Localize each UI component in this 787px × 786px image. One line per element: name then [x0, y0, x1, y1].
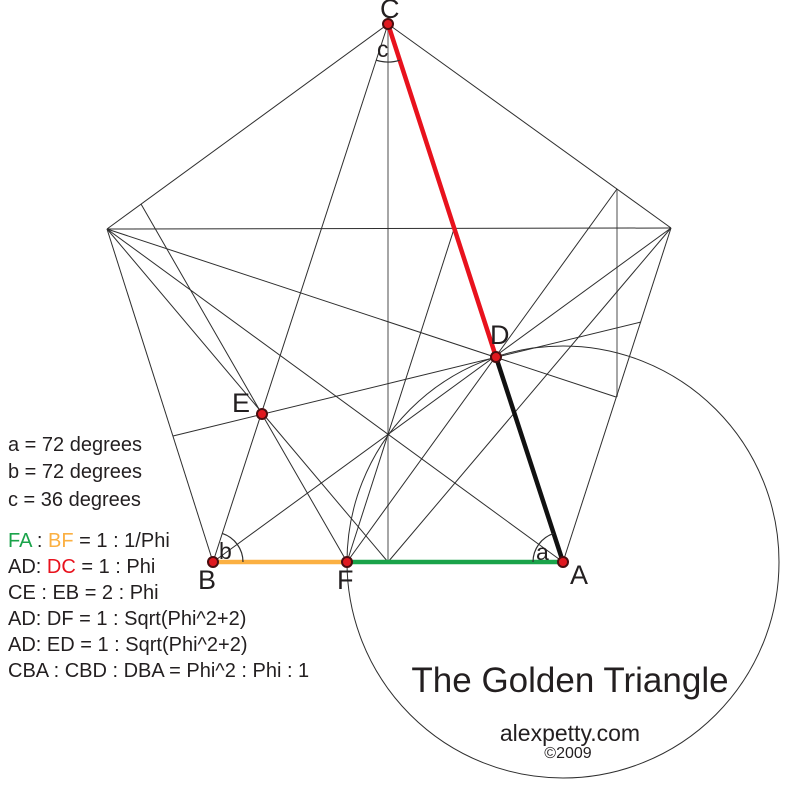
vertex-labels: C D E B F A [198, 0, 588, 595]
angle-labels: c b a [219, 36, 549, 565]
angle-label-b: b [219, 538, 232, 564]
vertex-label-c: C [380, 0, 400, 24]
point-dot-b [207, 556, 219, 568]
edge-c-left [106, 23, 389, 230]
segment-dc-red [385, 23, 499, 358]
gray-guides [387, 24, 618, 562]
edge-right-a [562, 227, 672, 563]
segment-ad-black [493, 356, 566, 563]
angle-label-c: c [377, 36, 389, 62]
edge-left-b [106, 228, 214, 563]
ratio-note-ad-ed: AD: ED = 1 : Sqrt(Phi^2+2) [8, 634, 247, 656]
vertex-label-f: F [337, 565, 354, 595]
angle-arc-b [222, 532, 244, 563]
golden-segments [213, 23, 566, 565]
line-left-through-d [106, 228, 617, 398]
vertex-label-a: A [570, 560, 588, 590]
diagonal-left-right [106, 227, 672, 230]
angle-note-a: a = 72 degrees [8, 434, 142, 456]
ratio-note-ce-eb: CE : EB = 2 : Phi [8, 582, 159, 604]
diagonal-b-right [212, 227, 672, 563]
line-midpoint-left [106, 228, 389, 563]
line-e-through-d [172, 321, 642, 437]
angle-label-a: a [536, 539, 549, 565]
line-f-through-e [140, 203, 348, 563]
construction-lines [106, 23, 672, 563]
point-dot-f [341, 556, 353, 568]
vertex-label-e: E [232, 388, 250, 418]
credit-year: ©2009 [544, 745, 591, 762]
ratio-notes: FA : BF = 1 : 1/Phi AD: DC = 1 : Phi CE … [8, 530, 309, 682]
point-dot-d [490, 351, 502, 363]
line-midpoint-right [387, 227, 672, 563]
edge-c-right [387, 23, 672, 229]
ratio-note-fa-bf: FA : BF = 1 : 1/Phi [8, 530, 170, 552]
angle-notes: a = 72 degrees b = 72 degrees c = 36 deg… [8, 434, 142, 511]
ratio-note-ad-dc: AD: DC = 1 : Phi [8, 556, 155, 578]
point-dot-a [557, 556, 569, 568]
ratio-note-ad-df: AD: DF = 1 : Sqrt(Phi^2+2) [8, 608, 246, 630]
angle-arcs [222, 59, 554, 563]
line-f-through-d [346, 188, 618, 563]
angle-note-c: c = 36 degrees [8, 489, 141, 511]
diagram-title: The Golden Triangle [411, 661, 728, 700]
vertex-label-d: D [490, 320, 510, 350]
diagonal-left-a [106, 228, 564, 563]
angle-arc-c [376, 59, 400, 63]
point-dots [207, 18, 569, 568]
angle-note-b: b = 72 degrees [8, 461, 142, 483]
credit-site: alexpetty.com [500, 720, 640, 746]
angle-arc-a [532, 532, 554, 563]
point-dot-e [256, 408, 268, 420]
ratio-note-cba-cbd-dba: CBA : CBD : DBA = Phi^2 : Phi : 1 [8, 660, 309, 682]
line-f-inner-pentagon [346, 228, 455, 563]
point-dot-c [382, 18, 394, 30]
vertex-label-b: B [198, 565, 216, 595]
